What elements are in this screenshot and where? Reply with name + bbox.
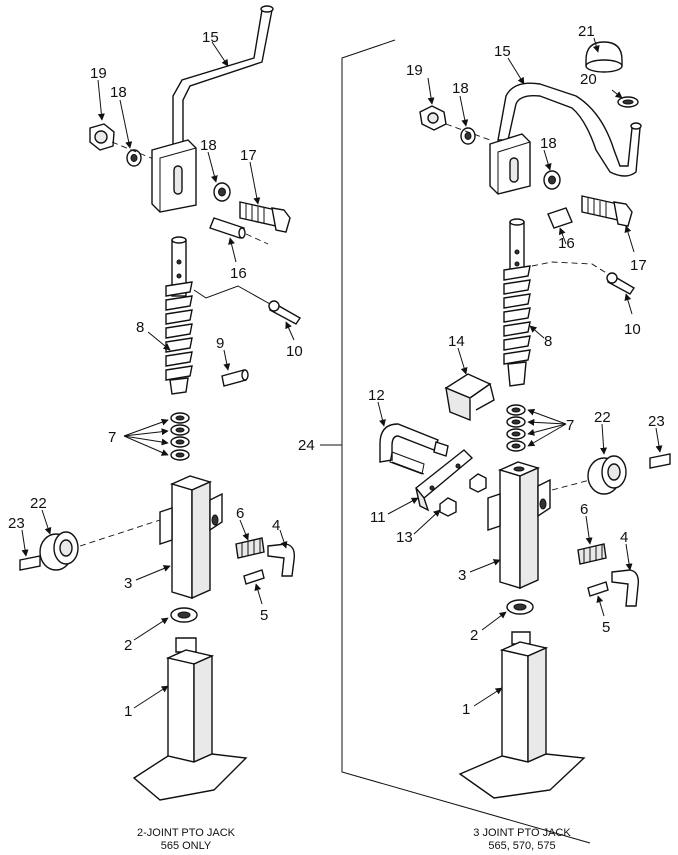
callout-left: 3 bbox=[124, 575, 132, 592]
callout-right: 6 bbox=[580, 501, 588, 518]
crank-yoke-right bbox=[489, 133, 531, 195]
screw-shaft-left bbox=[165, 236, 193, 395]
callout-right: 13 bbox=[396, 529, 413, 546]
callout-right: 18 bbox=[540, 135, 557, 152]
left-caption-subtitle: 565 ONLY bbox=[161, 840, 212, 852]
nut-right bbox=[419, 105, 447, 131]
screw-shaft-right bbox=[503, 218, 531, 387]
callout-left: 15 bbox=[202, 29, 219, 46]
callout-right: 17 bbox=[630, 257, 647, 274]
pin-23-right bbox=[649, 453, 671, 469]
clip-right bbox=[444, 373, 495, 422]
washer-left-1 bbox=[126, 149, 142, 167]
callout-left: 6 bbox=[236, 505, 244, 522]
callout-right: 1 bbox=[462, 701, 470, 718]
callout-left: 1 bbox=[124, 703, 132, 720]
callout-right: 14 bbox=[448, 333, 465, 350]
callout-left: 5 bbox=[260, 607, 268, 624]
nut-13-right bbox=[439, 473, 487, 517]
callout-right: 15 bbox=[494, 43, 511, 60]
callout-left: 18 bbox=[200, 137, 217, 154]
cap-right bbox=[585, 41, 623, 73]
left-caption-title: 2-JOINT PTO JACK bbox=[137, 827, 236, 839]
callout-left: 2 bbox=[124, 637, 132, 654]
cotter-pin-left bbox=[268, 300, 301, 325]
cotter-pin-right bbox=[606, 272, 635, 295]
callout-left: 17 bbox=[240, 147, 257, 164]
collar-right bbox=[587, 455, 627, 495]
pin-right bbox=[547, 207, 573, 229]
washer-2-left bbox=[170, 607, 198, 623]
ring-right bbox=[617, 96, 639, 108]
upper-tube-right bbox=[487, 461, 551, 590]
callout-right: 3 bbox=[458, 567, 466, 584]
callout-right: 8 bbox=[544, 333, 552, 350]
callout-right: 10 bbox=[624, 321, 641, 338]
callout-left: 4 bbox=[272, 517, 280, 534]
pin-5-right bbox=[587, 581, 609, 597]
pin-left bbox=[209, 217, 246, 239]
washer-2-right bbox=[506, 599, 534, 615]
callout-left: 23 bbox=[8, 515, 25, 532]
bolt-right bbox=[581, 195, 633, 227]
callout-left: 10 bbox=[286, 343, 303, 360]
callout-right: 22 bbox=[594, 409, 611, 426]
left-assembly: 15 19 18 18 17 16 8 9 10 7 22 23 3 6 4 5… bbox=[8, 5, 303, 852]
callout-left: 8 bbox=[136, 319, 144, 336]
callout-left: 18 bbox=[110, 84, 127, 101]
washer-stack-right bbox=[506, 404, 526, 452]
callout-left: 16 bbox=[230, 265, 247, 282]
lock-pin-right bbox=[611, 569, 640, 607]
callout-right: 21 bbox=[578, 23, 595, 40]
spring-left bbox=[235, 537, 265, 559]
collar-left bbox=[39, 531, 79, 571]
spring-right bbox=[577, 543, 607, 565]
callout-right: 4 bbox=[620, 529, 628, 546]
callout-right: 5 bbox=[602, 619, 610, 636]
jack-base-left bbox=[132, 637, 248, 801]
right-caption-title: 3 JOINT PTO JACK bbox=[473, 827, 571, 839]
washer-left-2 bbox=[213, 182, 231, 202]
callout-left: 19 bbox=[90, 65, 107, 82]
crank-handle-left bbox=[172, 5, 274, 151]
crank-handle-right bbox=[497, 82, 642, 177]
callout-right: 24 bbox=[298, 437, 315, 454]
lock-pin-left bbox=[267, 543, 296, 577]
pin-5-left bbox=[243, 569, 265, 585]
pin-9-left bbox=[221, 369, 249, 387]
callout-left: 9 bbox=[216, 335, 224, 352]
upper-tube-left bbox=[159, 475, 223, 600]
callout-right: 7 bbox=[566, 417, 574, 434]
pin-23-left bbox=[19, 555, 41, 571]
bolt-left bbox=[239, 201, 291, 233]
callout-right: 23 bbox=[648, 413, 665, 430]
callout-right: 12 bbox=[368, 387, 385, 404]
washer-stack-left bbox=[170, 412, 190, 461]
washer-right-2 bbox=[543, 170, 561, 190]
assembly-bracket-line bbox=[341, 39, 591, 844]
jack-base-right bbox=[458, 631, 586, 799]
right-assembly: 21 19 18 15 20 18 17 16 10 8 14 12 7 22 … bbox=[298, 23, 671, 852]
callout-right: 18 bbox=[452, 80, 469, 97]
nut-left bbox=[89, 123, 115, 151]
u-bolt-right bbox=[379, 423, 449, 475]
callout-right: 11 bbox=[370, 509, 386, 526]
washer-right-1 bbox=[460, 127, 476, 145]
callout-left: 7 bbox=[108, 429, 116, 446]
callout-right: 2 bbox=[470, 627, 478, 644]
callout-right: 20 bbox=[580, 71, 597, 88]
callout-left: 22 bbox=[30, 495, 47, 512]
crank-yoke-left bbox=[151, 139, 197, 213]
mounting-plate-right bbox=[415, 449, 474, 512]
callout-right: 16 bbox=[558, 235, 575, 252]
callout-right: 19 bbox=[406, 62, 423, 79]
right-caption-subtitle: 565, 570, 575 bbox=[488, 840, 555, 852]
